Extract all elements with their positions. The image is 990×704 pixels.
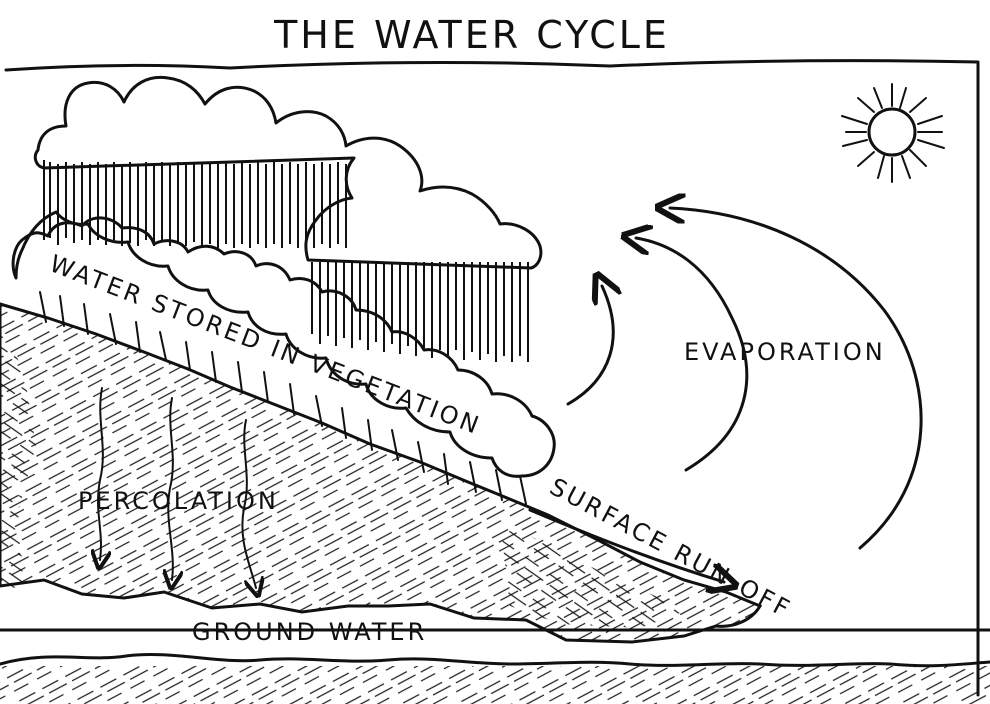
rain-streaks: [43, 160, 529, 362]
evaporation-arrows: [566, 208, 923, 550]
soil-hatch-right: [500, 520, 688, 628]
frame-border: [4, 59, 980, 697]
diagram-title: THE WATER CYCLE: [273, 13, 670, 57]
evaporation-label: EVAPORATION: [684, 338, 886, 366]
surface-runoff-arrow: [528, 508, 724, 582]
ground-water-bottom-line: [0, 652, 990, 668]
tree-trunks: [39, 291, 527, 505]
soil-layer: [0, 302, 763, 644]
sun-icon: [841, 83, 945, 183]
percolation-label: PERCOLATION: [78, 487, 279, 515]
ground-water-label: GROUND WATER: [192, 618, 427, 646]
soil-hatch-left: [0, 322, 36, 590]
percolation-arrows: [98, 387, 256, 588]
rain-cloud: [33, 75, 543, 270]
bedrock-hatching: [0, 666, 990, 704]
vegetation-canopy: [11, 210, 556, 478]
